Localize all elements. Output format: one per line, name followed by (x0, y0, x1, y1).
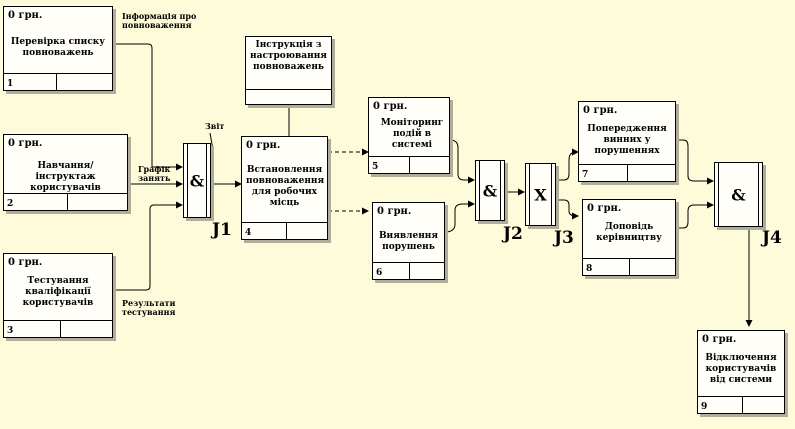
junction-j4[interactable]: & (714, 162, 763, 227)
reference-label: Інструкція з настроювання повноважень (250, 40, 327, 72)
activity-footer: 6 (373, 262, 444, 279)
link-8-j4 (676, 201, 714, 229)
activity-label: Тестування кваліфікації користувачів (22, 276, 94, 308)
activity-footer: 9 (698, 396, 784, 413)
link-label-schedule: Графік занять (138, 164, 171, 183)
activity-footer: 5 (369, 156, 449, 173)
activity-number: 9 (701, 402, 708, 412)
link-label-info: Інформація про повноваження (122, 11, 197, 30)
activity-cost: 0 грн. (8, 10, 43, 21)
link-label-results: Результати тестування (122, 298, 176, 317)
activity-number: 6 (376, 268, 383, 278)
junction-label: J4 (762, 228, 782, 248)
activity-number: 1 (7, 79, 14, 89)
link-label-report: Звіт (205, 121, 225, 131)
activity-3[interactable]: 0 грн. Тестування кваліфікації користува… (3, 253, 113, 338)
activity-number: 4 (245, 228, 252, 238)
activity-number: 8 (586, 264, 593, 274)
link-results (113, 201, 183, 291)
activity-4[interactable]: 0 грн. Встановлення повноваження для роб… (241, 136, 328, 240)
reference-footer (246, 89, 331, 104)
activity-number: 5 (372, 162, 379, 172)
activity-cost: 0 грн. (373, 101, 408, 112)
activity-cost: 0 грн. (8, 138, 43, 149)
activity-footer: 8 (583, 258, 675, 275)
junction-symbol: & (482, 181, 498, 200)
activity-cost: 0 грн. (246, 140, 281, 151)
activity-footer: 4 (242, 222, 327, 239)
activity-8[interactable]: 0 грн. Доповідь керівництву 8 (582, 199, 676, 276)
activity-footer: 3 (4, 320, 112, 337)
link-j3-7 (556, 148, 579, 181)
activity-footer: 7 (579, 164, 675, 181)
activity-footer: 1 (4, 73, 112, 90)
link-5-j2 (449, 139, 475, 184)
activity-number: 3 (7, 326, 14, 336)
junction-symbol: & (731, 185, 746, 204)
junction-j3[interactable]: X (525, 163, 556, 226)
instruction-reference[interactable]: Інструкція з настроювання повноважень (245, 36, 332, 105)
junction-symbol: X (534, 185, 547, 204)
junction-label: J1 (212, 220, 232, 240)
activity-6[interactable]: 0 грн. Виявлення порушень 6 (372, 202, 445, 280)
activity-label: Відключення користувачів від системи (705, 353, 777, 385)
link-6-j2 (444, 200, 475, 233)
activity-label: Встановлення повноваження для робочих мі… (246, 165, 325, 208)
link-info (113, 43, 183, 171)
activity-9[interactable]: 0 грн. Відключення користувачів від сист… (697, 330, 785, 414)
activity-1[interactable]: 0 грн. Перевірка списку повноважень 1 (3, 6, 113, 91)
activity-label: Перевірка списку повноважень (10, 37, 106, 58)
activity-cost: 0 грн. (587, 203, 622, 214)
link-j3-8 (556, 199, 579, 220)
activity-5[interactable]: 0 грн. Моніторинг подій в системі 5 (368, 97, 450, 174)
activity-cost: 0 грн. (377, 206, 412, 217)
link-7-j4 (676, 139, 714, 185)
activity-2[interactable]: 0 грн. Навчання/інструктаж користувачів … (3, 134, 128, 211)
activity-7[interactable]: 0 грн. Попередження винних у порушеннях … (578, 101, 676, 182)
activity-cost: 0 грн. (583, 105, 618, 116)
activity-label: Виявлення порушень (378, 231, 439, 252)
junction-j2[interactable]: & (475, 160, 505, 221)
junction-label: J2 (503, 224, 523, 244)
activity-label: Навчання/інструктаж користувачів (30, 161, 101, 193)
activity-label: Доповідь керівництву (596, 222, 662, 243)
junction-label: J3 (554, 228, 574, 248)
activity-number: 2 (7, 199, 14, 209)
activity-cost: 0 грн. (8, 257, 43, 268)
activity-cost: 0 грн. (702, 334, 737, 345)
junction-symbol: & (189, 171, 205, 190)
activity-number: 7 (582, 170, 589, 180)
junction-j1[interactable]: & (183, 143, 211, 218)
activity-label: Попередження винних у порушеннях (587, 124, 667, 156)
activity-footer: 2 (4, 193, 127, 210)
activity-label: Моніторинг подій в системі (380, 118, 444, 150)
